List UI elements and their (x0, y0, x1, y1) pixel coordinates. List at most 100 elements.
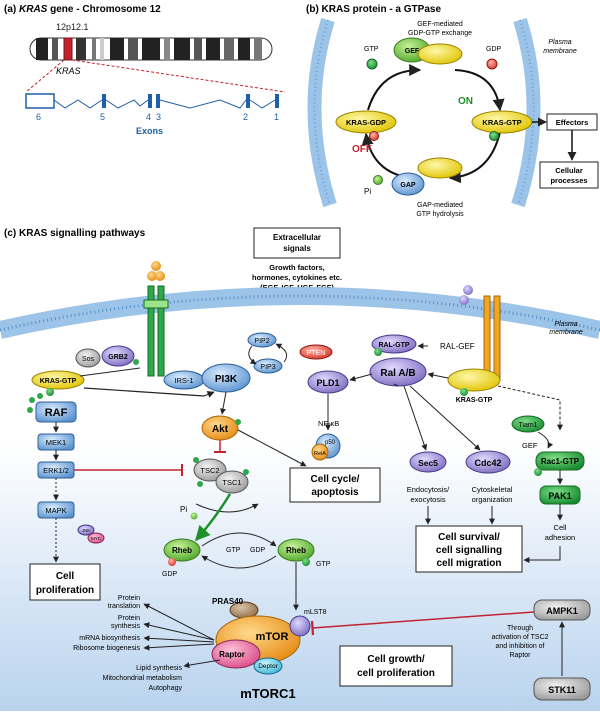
cell-survival-box (415, 525, 523, 573)
pten-label: PTEN (307, 350, 326, 357)
pip3-node (253, 358, 283, 374)
kras-gdp-node (335, 110, 397, 134)
stk11-node (533, 677, 591, 701)
deptor-label: Deptor (258, 663, 278, 670)
ral-ab-label: Ral A/B (380, 368, 415, 379)
protein-synthesis-1: Protein (118, 615, 140, 622)
kras-gtp-left-node (31, 370, 85, 390)
plasma-membrane-label-b1: Plasma (548, 39, 571, 46)
cell-adhesion-1: Cell (554, 523, 567, 532)
through-2: activation of TSC2 (491, 634, 548, 641)
irs1-label: IRS-1 (174, 376, 193, 385)
plasma-membrane-label-b2: membrane (543, 48, 577, 55)
ampk1-label: AMPK1 (546, 606, 578, 616)
sec5-node (409, 451, 447, 473)
cytoskeletal-2: organization (472, 495, 513, 504)
membrane-right (511, 17, 541, 208)
pip2-node (247, 332, 277, 348)
pip2-label: PIP2 (254, 338, 269, 345)
kras-gtp-right-node (447, 368, 501, 392)
panel-b-title: (b) KRAS protein - a GTPase (306, 4, 441, 15)
cell-cycle-1: Cell cycle/ (311, 474, 360, 485)
pld1-label: PLD1 (316, 378, 339, 388)
plasma-membrane-c (0, 287, 600, 339)
autophagy: Autophagy (149, 685, 183, 692)
on-label: ON (458, 96, 473, 107)
gene-structure (25, 93, 279, 109)
rheb-gtp-label: Rheb (286, 546, 306, 555)
mapk-label: MAPK (45, 506, 66, 515)
cdc42-label: Cdc42 (474, 458, 501, 468)
ral-gtp-label: RAL-GTP (378, 342, 409, 349)
cell-survival-2: cell signalling (436, 545, 502, 556)
exon-6: 6 (36, 112, 41, 122)
tsc2-node (193, 458, 227, 482)
exon-4: 4 (146, 112, 151, 122)
endocytosis-2: exocytosis (410, 495, 445, 504)
extracellular-1: Extracellular (273, 233, 321, 242)
lipid-synthesis: Lipid synthesis (136, 665, 182, 672)
grb2-label: GRB2 (108, 354, 128, 361)
cell-growth-1: Cell growth/ (367, 654, 424, 665)
gdp-label-b: GDP (486, 46, 502, 53)
pi-label-b: Pi (364, 187, 371, 196)
panel-a: (a) KRAS gene - Chromosome 12 12p12.1 KR… (4, 4, 286, 136)
gtp-label-c1: GTP (226, 547, 241, 554)
gef-caption-2: GDP-GTP exchange (408, 30, 472, 37)
off-label: OFF (352, 144, 372, 155)
extracellular-2: signals (283, 244, 311, 253)
mtorc1-label: mTORC1 (240, 686, 295, 701)
mtor-label: mTOR (256, 631, 289, 643)
sos-label: Sos (82, 356, 95, 363)
tsc1-node (215, 470, 249, 494)
cell-growth-box (339, 645, 453, 687)
protein-translation-1: Protein (118, 595, 140, 602)
jnk-label: JNK (82, 528, 91, 533)
pip3-label: PIP3 (260, 364, 275, 371)
effectors-label: Effectors (556, 118, 589, 127)
grb2-node (101, 345, 135, 367)
cell-cycle-box (289, 467, 381, 503)
tsc2-label: TSC2 (200, 466, 219, 475)
cell-proliferation-2: proliferation (36, 585, 94, 596)
sec5-label: Sec5 (418, 458, 438, 468)
receptor-left (143, 261, 169, 377)
rheb-gdp-label: Rheb (172, 546, 192, 555)
panel-c-title: (c) KRAS signalling pathways (4, 228, 146, 239)
cell-proliferation-box (29, 563, 101, 601)
exons-label: Exons (136, 126, 163, 136)
panel-c: (c) KRAS signalling pathways Extracellul… (0, 224, 600, 711)
through-1: Through (507, 625, 533, 632)
cdc42-node (465, 450, 511, 474)
gap-protein (391, 172, 425, 196)
mlst8-label: mLST8 (304, 609, 327, 616)
through-3: and inhibition of (495, 643, 544, 650)
endocytosis-1: Endocytosis/ (407, 485, 450, 494)
stk11-label: STK11 (548, 685, 576, 695)
pten-node (299, 344, 333, 360)
tiam1-label: Tiam1 (518, 422, 537, 429)
cell-growth-2: cell proliferation (357, 668, 435, 679)
nfkb-label: NF-κB (318, 419, 339, 428)
kras-gtp-left-label: KRAS-GTP (40, 378, 77, 385)
gtp-ball (366, 58, 378, 70)
exon-1: 1 (274, 112, 279, 122)
mek1-label: MEK1 (46, 438, 66, 447)
raptor-node (211, 639, 261, 669)
rheb-gtp-node (277, 538, 315, 562)
jnk-node (77, 524, 95, 536)
exon-3: 3 (156, 112, 161, 122)
cell-cycle-2: apoptosis (311, 487, 359, 498)
deptor-node (253, 657, 283, 675)
cell-survival-3: cell migration (436, 558, 501, 569)
protein-synthesis-2: synthesis (111, 623, 141, 630)
growth-text-2: hormones, cytokines etc. (252, 273, 342, 282)
chromosome-band-label: 12p12.1 (56, 22, 89, 32)
gap-label: GAP (400, 182, 416, 189)
exon-2: 2 (243, 112, 248, 122)
membrane-left (307, 17, 337, 208)
panel-b: (b) KRAS protein - a GTPase Plasma membr… (306, 4, 599, 218)
gef-caption-1: GEF-mediated (417, 21, 463, 28)
cell-survival-1: Cell survival/ (438, 532, 500, 543)
